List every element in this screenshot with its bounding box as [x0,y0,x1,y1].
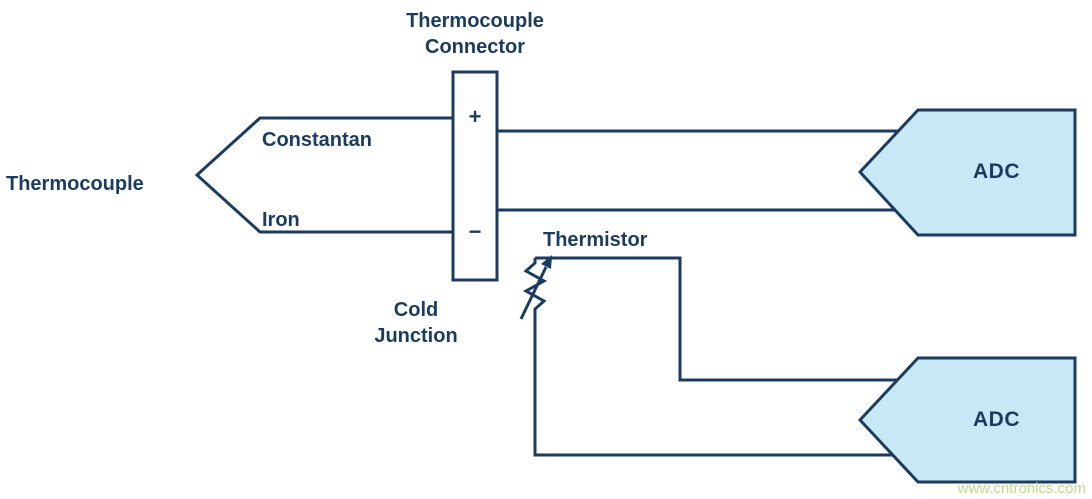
thermistor-arrow-head [541,255,552,269]
minus-terminal-label: − [468,219,482,244]
plus-terminal-label: + [468,104,482,129]
constantan-label: Constantan [262,129,372,151]
thermistor-bottom-branch [522,258,901,457]
watermark: www.cntronics.com [957,480,1086,497]
thermocouple-connector-block [451,70,499,282]
thermocouple-leads [194,116,453,234]
thermistor-label: Thermistor [543,229,648,251]
thermistor-arrow-shaft [519,266,548,320]
thermistor-top-branch [535,256,903,382]
adc-bottom-label: ADC [973,408,1020,431]
adc-top-label: ADC [973,160,1020,183]
thermocouple-label: Thermocouple [6,173,144,195]
iron-label: Iron [262,209,300,231]
connector-title: Thermocouple Connector [406,10,544,58]
adc-bottom-block [857,356,1077,484]
adc-top-block [857,108,1077,237]
cold-junction-label: Cold Junction [374,299,458,347]
adc-top-wires [497,129,905,212]
